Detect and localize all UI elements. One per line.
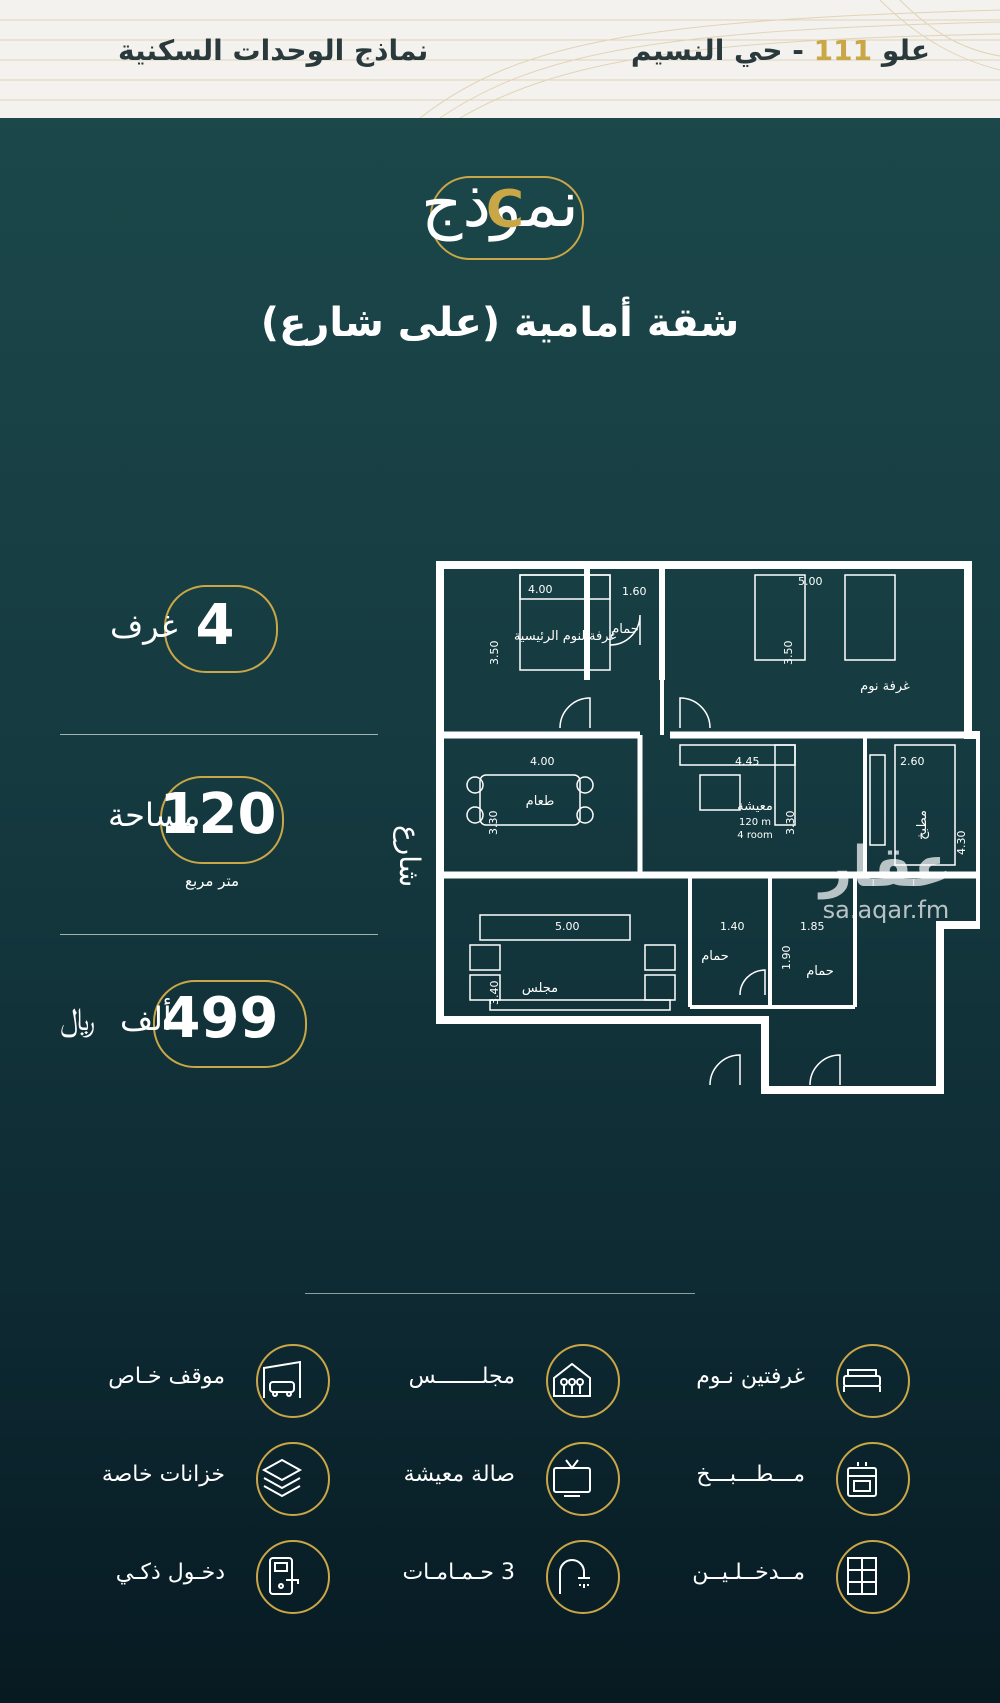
living-area: 120 m <box>739 817 771 828</box>
feature-label: صالة معيشة <box>403 1462 515 1487</box>
dim-master-w: 4.00 <box>528 583 553 596</box>
project-name: علو 111 - حي النسيم <box>630 34 930 67</box>
family-house-icon <box>553 1362 591 1397</box>
feature-ring <box>836 1540 910 1614</box>
feature-ring <box>256 1442 330 1516</box>
divider <box>60 934 378 935</box>
room-bath-mid1: حمام <box>701 949 729 964</box>
room-bedroom: غرفة نوم <box>860 679 910 694</box>
feature-label: مـــطـــبـــخ <box>696 1462 805 1487</box>
unit-subtitle: شقة أمامية (على شارع) <box>260 300 740 346</box>
room-living: معيشة <box>737 799 773 814</box>
layers-icon <box>261 1458 303 1498</box>
rooms-value: 4 <box>195 593 235 658</box>
dim-dining-w: 4.00 <box>530 755 555 768</box>
dim-bath2-h: 1.90 <box>780 946 793 971</box>
shower-icon <box>559 1559 590 1594</box>
price-value: 499 <box>161 986 279 1051</box>
header-bar: علو 111 - حي النسيم نماذج الوحدات السكني… <box>0 0 1000 118</box>
feature-majlis: مجلـــــــس <box>330 1344 620 1424</box>
feature-label: موقف خـاص <box>108 1364 225 1389</box>
dim-master-h: 3.50 <box>488 641 501 666</box>
dim-majlis-h: 3.40 <box>488 981 501 1006</box>
feature-ring <box>836 1344 910 1418</box>
feature-label: مجلـــــــس <box>408 1364 515 1389</box>
feature-smart-entry: دخـول ذكـي <box>40 1540 330 1620</box>
feature-ring <box>836 1442 910 1516</box>
feature-ring <box>546 1540 620 1614</box>
room-bath-top: حمام <box>611 622 639 637</box>
feature-living: صالة معيشة <box>330 1442 620 1522</box>
dim-bath-top-w: 1.60 <box>622 585 647 598</box>
dim-bed-w: 5.00 <box>798 575 823 588</box>
tv-icon <box>553 1459 591 1497</box>
area-stat: 120 مساحة متر مربع <box>60 776 380 890</box>
door-icon <box>847 1557 877 1595</box>
room-dining: طعام <box>526 794 555 809</box>
area-label: مساحة <box>108 796 201 834</box>
room-kitchen: مطبخ <box>915 810 930 840</box>
area-pill <box>160 776 284 864</box>
price-label: ألف <box>120 1000 172 1038</box>
street-label: شارع <box>393 825 426 887</box>
model-letter: C <box>485 180 525 240</box>
feature-bedrooms: غرفتين نـوم <box>620 1344 910 1424</box>
price-pill <box>153 980 307 1068</box>
watermark: عقار sa.aqar.fm <box>820 835 952 925</box>
model-pill <box>430 176 584 260</box>
dim-bath1-w: 1.40 <box>720 920 745 933</box>
feature-label: 3 حـمـامـات <box>402 1560 515 1585</box>
smart-lock-icon <box>269 1557 299 1595</box>
dim-dining-h: 3.30 <box>487 811 500 836</box>
room-master-bedroom: غرفةالنوم الرئيسية <box>514 629 617 644</box>
feature-ring <box>256 1540 330 1614</box>
living-rooms: 4 room <box>737 830 772 841</box>
feature-parking: موقف خـاص <box>40 1344 330 1424</box>
feature-ring <box>256 1344 330 1418</box>
feature-tanks: خزانات خاصة <box>40 1442 330 1522</box>
feature-kitchen: مـــطـــبـــخ <box>620 1442 910 1522</box>
decorative-lines <box>0 0 1000 118</box>
rooms-pill <box>164 585 278 673</box>
watermark-site: sa.aqar.fm <box>822 896 950 924</box>
feature-entrances: مــدخــلـيــن <box>620 1540 910 1620</box>
feature-label: دخـول ذكـي <box>115 1560 225 1585</box>
feature-ring <box>546 1344 620 1418</box>
bed-icon <box>843 1369 881 1392</box>
room-bath-mid2: حمام <box>806 964 834 979</box>
dim-bath2-w: 1.85 <box>800 920 825 933</box>
feature-bathrooms: 3 حـمـامـات <box>330 1540 620 1620</box>
model-title: نموذج C <box>240 168 760 260</box>
riyal-icon: ﷼ <box>60 1000 96 1038</box>
features-divider <box>305 1293 695 1294</box>
dim-living-h: 3.30 <box>784 811 797 836</box>
divider <box>60 734 378 735</box>
dim-kitchen-w: 2.60 <box>900 755 925 768</box>
dim-kitchen-h: 4.30 <box>955 831 968 856</box>
dim-bed-h: 3.50 <box>782 641 795 666</box>
floor-plan: 4.00 1.60 5.00 4.00 4.45 2.60 5.00 1.40 … <box>393 561 980 1094</box>
section-title: نماذج الوحدات السكنية <box>118 34 429 67</box>
dim-majlis-w: 5.00 <box>555 920 580 933</box>
rooms-stat: 4 غرف <box>60 585 380 685</box>
garage-car-icon <box>263 1360 301 1398</box>
feature-label: غرفتين نـوم <box>696 1364 805 1389</box>
room-majlis: مجلس <box>522 981 558 996</box>
feature-label: مــدخــلـيــن <box>692 1560 805 1585</box>
stove-icon <box>847 1462 877 1497</box>
feature-ring <box>546 1442 620 1516</box>
rooms-label: غرف <box>110 607 178 645</box>
price-stat: 499 ألف ﷼ <box>60 980 380 1080</box>
area-value: 120 <box>159 782 277 847</box>
model-word: نموذج <box>421 168 579 242</box>
dim-living-w: 4.45 <box>735 755 760 768</box>
feature-label: خزانات خاصة <box>101 1462 225 1487</box>
area-unit: متر مربع <box>185 872 240 890</box>
watermark-logo: عقار <box>820 835 952 900</box>
